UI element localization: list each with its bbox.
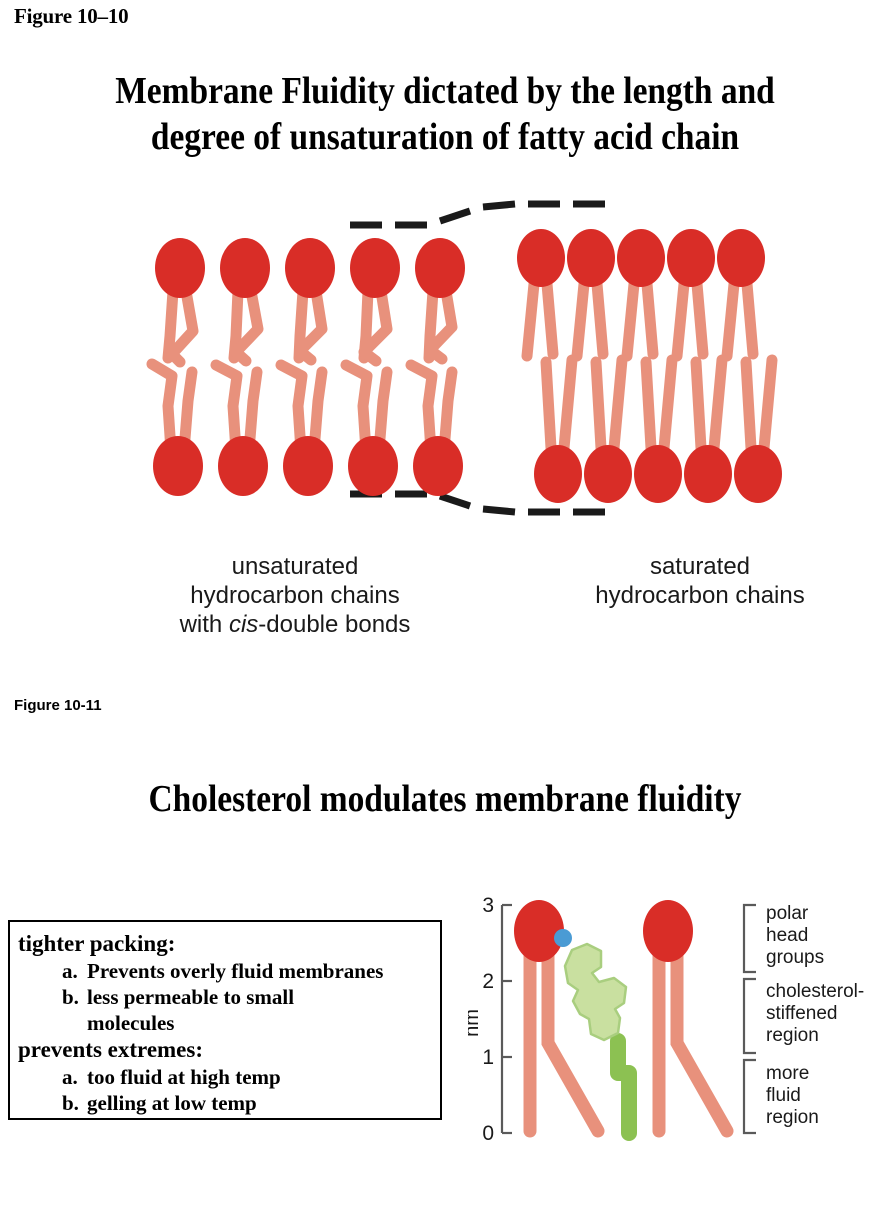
facts-item-1a-marker: a.: [62, 959, 78, 983]
facts-item-1a-text: Prevents overly fluid membranes: [87, 959, 384, 983]
facts-heading-2: prevents extremes:: [18, 1037, 203, 1062]
cholesterol-membrane-diagram: 3 2 1 0 nm polar head groups: [468, 893, 890, 1161]
title-line-2: degree of unsaturation of fatty acid cha…: [150, 116, 740, 158]
bracket-chol-line-3: region: [766, 1025, 819, 1046]
figure-10-10-label: Figure 10–10: [14, 4, 129, 28]
caption-unsaturated-line-1: unsaturated: [231, 553, 359, 580]
bracket-fluid-line-1: more: [766, 1063, 809, 1084]
bracket-label-cholesterol-stiffened-region: cholesterol- stiffened region: [766, 981, 864, 1046]
bracket-polar-line-1: polar: [766, 903, 809, 924]
phospholipid-head-group: [153, 436, 463, 496]
axis-label-nm: nm: [468, 1009, 483, 1037]
nm-axis: [500, 903, 512, 1135]
polar-head-group-left: [514, 900, 564, 962]
facts-item-1b-marker: b.: [62, 985, 79, 1009]
cholesterol-tail: [610, 1033, 637, 1141]
caption-pre: with: [179, 611, 229, 638]
phospholipid-head-group: [517, 229, 765, 287]
axis-tick-3: 3: [482, 894, 494, 917]
facts-text-box: tighter packing: a. Prevents overly flui…: [8, 920, 442, 1120]
facts-item-2b-marker: b.: [62, 1091, 79, 1115]
bracket-cholesterol-stiffened: [742, 977, 756, 1055]
bracket-polar-line-3: groups: [766, 947, 824, 968]
caption-unsaturated: unsaturated hydrocarbon chains with cis-…: [150, 552, 440, 639]
facts-item-1b-text: less permeable to small: [87, 985, 295, 1009]
dashed-connector-top: [350, 200, 605, 229]
caption-saturated: saturated hydrocarbon chains: [560, 552, 840, 610]
facts-item-2b-text: gelling at low temp: [87, 1091, 257, 1115]
phospholipid-left: [514, 900, 605, 1138]
hydroxyl-group-icon: [554, 929, 572, 947]
page-title-membrane-fluidity: Membrane Fluidity dictated by the length…: [53, 68, 836, 160]
facts-item-1a: a. Prevents overly fluid membranes: [62, 958, 434, 984]
phospholipid-head-group: [534, 445, 782, 503]
bracket-chol-line-1: cholesterol-: [766, 981, 864, 1002]
caption-unsaturated-line-3: with cis-double bonds: [150, 610, 440, 639]
facts-item-2a-marker: a.: [62, 1065, 78, 1089]
facts-item-1b-continuation: molecules: [87, 1011, 175, 1035]
unsaturated-panel: [146, 238, 465, 496]
facts-item-1b: b. less permeable to small: [62, 984, 434, 1010]
bracket-label-more-fluid-region: more fluid region: [766, 1063, 819, 1128]
facts-heading-1: tighter packing:: [18, 931, 176, 956]
bracket-polar-head-groups: [742, 903, 756, 974]
caption-italic-cis: cis: [228, 611, 259, 638]
axis-tick-0: 0: [482, 1122, 494, 1145]
bracket-fluid-line-3: region: [766, 1107, 819, 1128]
facts-item-2a-text: too fluid at high temp: [87, 1065, 281, 1089]
axis-tick-2: 2: [482, 970, 494, 993]
bracket-more-fluid: [742, 1058, 756, 1135]
bracket-chol-line-2: stiffened: [766, 1003, 837, 1024]
facts-item-2b: b. gelling at low temp: [62, 1090, 434, 1116]
facts-item-2a: a. too fluid at high temp: [62, 1064, 434, 1090]
title-line-1: Membrane Fluidity dictated by the length…: [115, 70, 775, 112]
polar-head-group-right: [643, 900, 693, 962]
bracket-polar-line-2: head: [766, 925, 808, 946]
caption-saturated-line-2: hydrocarbon chains: [595, 582, 805, 609]
bracket-fluid-line-2: fluid: [766, 1085, 801, 1106]
membrane-bilayer-diagram: [0, 196, 890, 536]
phospholipid-head-group: [155, 238, 465, 298]
phospholipid-right: [643, 900, 734, 1138]
axis-tick-1: 1: [482, 1046, 494, 1069]
caption-unsaturated-line-2: hydrocarbon chains: [190, 582, 400, 609]
caption-saturated-line-1: saturated: [649, 553, 751, 580]
cholesterol-ring-system: [563, 942, 628, 1042]
saturated-panel: [517, 229, 782, 503]
bracket-label-polar-head-groups: polar head groups: [766, 903, 824, 968]
caption-post: -double bonds: [258, 611, 411, 638]
cholesterol-molecule: [554, 929, 637, 1141]
page-title-cholesterol: Cholesterol modulates membrane fluidity: [148, 778, 742, 820]
figure-10-11-label: Figure 10-11: [14, 697, 102, 714]
